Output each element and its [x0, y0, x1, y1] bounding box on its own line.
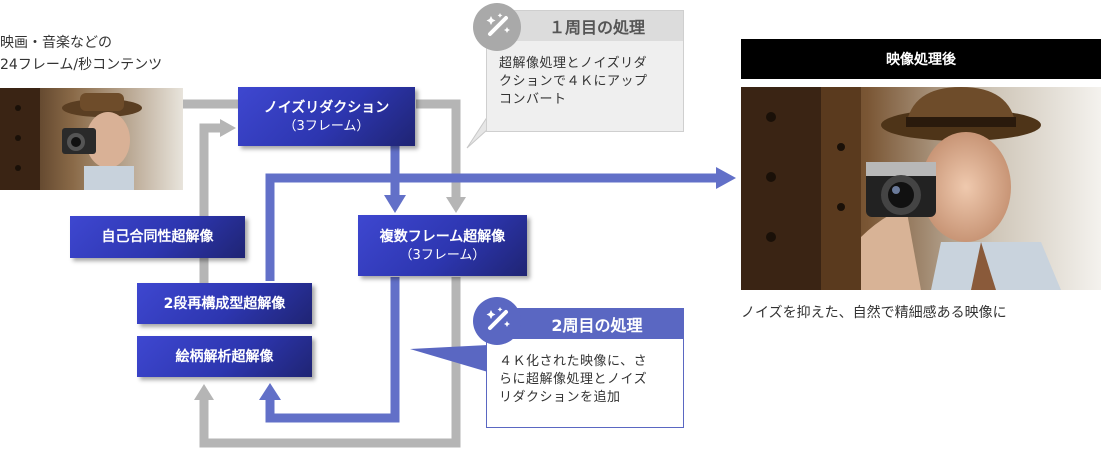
block-multi-frame-title: 複数フレーム超解像 [379, 228, 506, 245]
callout-second-pass-title: 2周目の処理 [551, 316, 643, 335]
block-multi-frame-sub: （3フレーム） [399, 247, 486, 263]
block-self-similarity: 自己合同性超解像 [70, 216, 245, 258]
source-photo [0, 88, 183, 190]
block-noise-reduction-title: ノイズリダクション [263, 99, 390, 116]
block-self-similarity-title: 自己合同性超解像 [101, 229, 214, 245]
magic-wand-icon [473, 3, 521, 51]
magic-wand-icon [473, 297, 521, 345]
block-noise-reduction-sub: （3フレーム） [283, 118, 370, 134]
block-multi-frame: 複数フレーム超解像 （3フレーム） [358, 215, 527, 276]
source-label: 映画・音楽などの 24フレーム/秒コンテンツ [0, 35, 163, 73]
block-two-stage-title: 2段再構成型超解像 [163, 295, 286, 312]
result-header-label: 映像処理後 [886, 52, 956, 68]
block-pattern-analysis: 絵柄解析超解像 [137, 336, 312, 377]
result-photo [741, 87, 1101, 290]
callout-first-pass-body: 超解像処理とノイズリダ クションで４Ｋにアップ コンバート [499, 56, 648, 107]
callout-first-pass-title: １周目の処理 [548, 18, 645, 37]
result-caption: ノイズを抑えた、自然で精細感ある映像に [741, 305, 1007, 321]
callout-second-pass-body: ４Ｋ化された映像に、さ らに超解像処理とノイズ リダクションを追加 [499, 354, 648, 405]
block-noise-reduction: ノイズリダクション （3フレーム） [238, 87, 415, 146]
block-two-stage: 2段再構成型超解像 [137, 283, 312, 324]
result-header: 映像処理後 [741, 39, 1101, 79]
block-pattern-analysis-title: 絵柄解析超解像 [175, 348, 274, 365]
